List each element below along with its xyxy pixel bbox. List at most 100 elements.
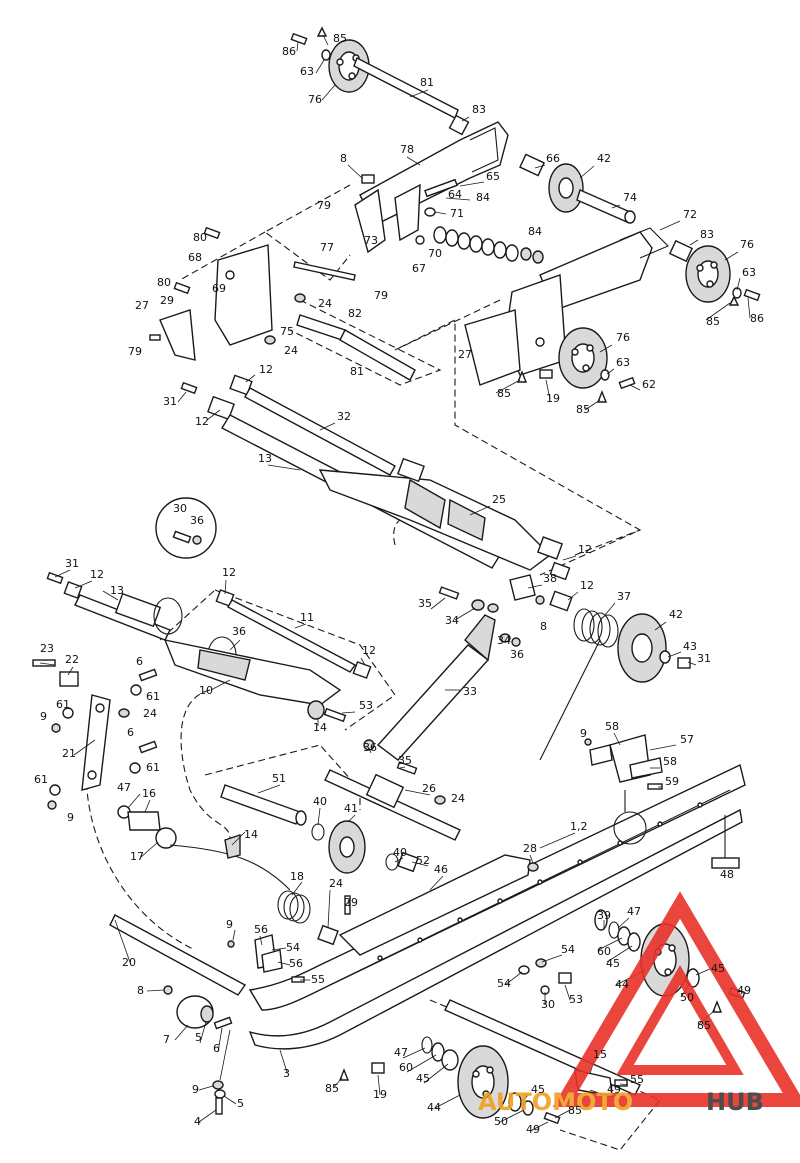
- bushing-12-d: [549, 590, 573, 612]
- part-label: 69: [212, 282, 226, 295]
- part-label: 8: [137, 984, 144, 997]
- bolt-31-wheel: [677, 657, 691, 669]
- bolt-53: [323, 707, 347, 723]
- pin-65: [424, 178, 458, 198]
- spacer-83: [448, 114, 470, 136]
- bolt-19-low: [371, 1062, 385, 1074]
- bracket-73: [354, 188, 386, 254]
- part-label: 24: [284, 344, 298, 357]
- part-label: 70: [428, 247, 442, 260]
- part-label: 36: [232, 625, 246, 638]
- part-label: 78: [400, 143, 414, 156]
- part-label: 19: [546, 392, 560, 405]
- part-label: 19: [373, 1088, 387, 1101]
- part-label: 63: [742, 266, 756, 279]
- part-label: 5: [195, 1031, 202, 1044]
- pin-85-right: [728, 295, 740, 306]
- part-label: 9: [40, 710, 47, 723]
- part-label: 86: [282, 45, 296, 58]
- part-label: 60: [597, 945, 611, 958]
- part-label: 7: [163, 1033, 170, 1046]
- bushing-12-b: [207, 395, 235, 421]
- part-label: 9: [192, 1083, 199, 1096]
- part-label: 13: [258, 452, 272, 465]
- middle-shaft-assembly: [180, 374, 573, 612]
- bracket-38: [509, 574, 536, 601]
- part-label: 34: [497, 634, 511, 647]
- part-label: 57: [680, 733, 694, 746]
- pin-29: [344, 895, 351, 915]
- part-label: 61: [34, 773, 48, 786]
- rail-holes: [377, 802, 703, 961]
- part-label: 12: [195, 415, 209, 428]
- washer-63-right: [732, 287, 742, 299]
- nut-8-mid: [535, 595, 545, 605]
- nut-24-a: [118, 708, 130, 718]
- watermark-logo: AUTOMOTO HUB: [478, 891, 800, 1116]
- part-label: 12: [222, 566, 236, 579]
- part-label: 8: [340, 152, 347, 165]
- part-label: 84: [528, 225, 542, 238]
- part-label: 85: [576, 403, 590, 416]
- bolt-6-c: [213, 1016, 233, 1030]
- part-label: 53: [359, 699, 373, 712]
- part-label: 27: [135, 299, 149, 312]
- bushing-17: [155, 827, 177, 849]
- part-label: 21: [62, 747, 76, 760]
- slide-rail-assembly: [248, 764, 746, 1050]
- part-label: 12: [580, 579, 594, 592]
- part-label: 24: [451, 792, 465, 805]
- logo-triangle: [552, 891, 800, 1107]
- part-label: 33: [463, 685, 477, 698]
- link-21: [81, 694, 111, 791]
- torsion-spring-37: [539, 608, 619, 761]
- torsion-spring-18: [277, 890, 311, 924]
- axle-81: [353, 57, 459, 119]
- part-label: 31: [65, 557, 79, 570]
- part-label: 76: [308, 93, 322, 106]
- part-label: 82: [348, 307, 362, 320]
- bracket-75: [214, 244, 273, 346]
- part-label: 4: [194, 1115, 201, 1128]
- part-label: 85: [333, 32, 347, 45]
- part-label: 10: [199, 684, 213, 697]
- part-label: 54: [561, 943, 575, 956]
- part-label: 12: [578, 543, 592, 556]
- shaft-32: [244, 387, 396, 476]
- bushing-71: [424, 207, 436, 217]
- part-label: 43: [683, 640, 697, 653]
- logo-text-automoto: AUTOMOTO: [478, 1088, 633, 1116]
- part-label: 79: [374, 289, 388, 302]
- bolt-35-bot: [396, 761, 418, 775]
- part-label: 31: [163, 395, 177, 408]
- part-label: 61: [146, 761, 160, 774]
- part-label: 30: [173, 502, 187, 515]
- bolt-6-a: [138, 668, 158, 682]
- part-label: 67: [412, 262, 426, 275]
- part-label: 72: [683, 208, 697, 221]
- slider-3: [248, 808, 743, 1050]
- bushing-22: [59, 671, 79, 687]
- plate-58-a: [589, 744, 613, 766]
- part-label: 61: [56, 698, 70, 711]
- part-label: 35: [418, 597, 432, 610]
- part-label: 66: [546, 152, 560, 165]
- part-label: 55: [630, 1073, 644, 1086]
- part-label: 12: [90, 568, 104, 581]
- plate-58-b: [629, 757, 663, 779]
- nut-9-b: [47, 800, 57, 810]
- part-label: 83: [472, 103, 486, 116]
- part-label: 81: [420, 76, 434, 89]
- part-label: 47: [627, 905, 641, 918]
- washer-5: [214, 1089, 226, 1099]
- part-label: 85: [568, 1104, 582, 1117]
- bolt-19: [539, 369, 553, 379]
- part-label: 42: [669, 608, 683, 621]
- part-label: 56: [289, 957, 303, 970]
- part-label: 9: [226, 918, 233, 931]
- nut-9-c: [212, 1080, 224, 1090]
- part-label: 20: [122, 956, 136, 969]
- part-label: 36: [190, 514, 204, 527]
- part-label: 35: [398, 754, 412, 767]
